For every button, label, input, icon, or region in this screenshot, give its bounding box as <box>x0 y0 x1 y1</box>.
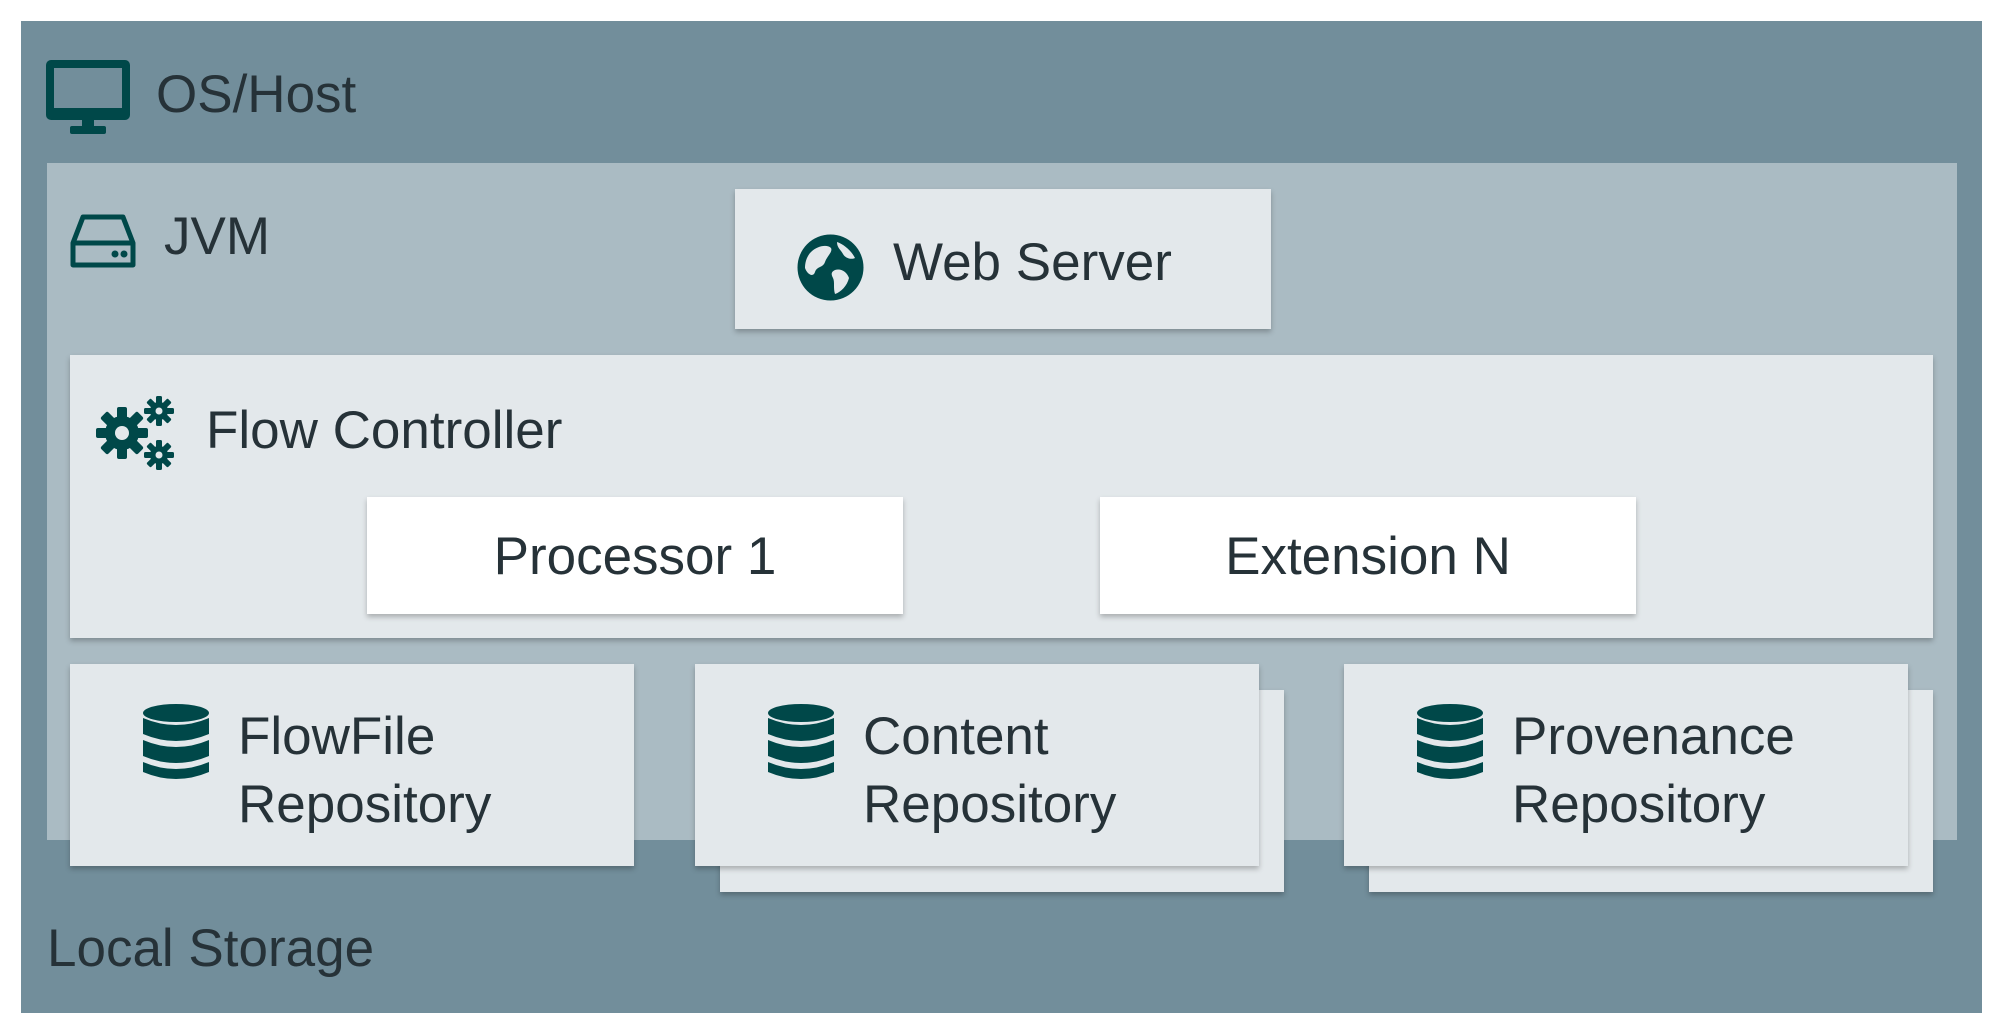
flowfile-repository-box <box>70 664 634 866</box>
content-repository-box <box>695 664 1259 866</box>
web-server-label: Web Server <box>893 233 1172 292</box>
database-icon <box>768 704 834 779</box>
gears-icon <box>96 396 174 470</box>
extension-label: Extension N <box>1225 527 1511 586</box>
globe-icon <box>797 234 864 301</box>
processor-label: Processor 1 <box>493 527 777 586</box>
provenance-repository-label-line1: Provenance <box>1512 707 1795 766</box>
hard-drive-icon <box>70 214 136 268</box>
flow-controller-box <box>70 355 1933 638</box>
monitor-icon <box>46 60 130 134</box>
extension-box: Extension N <box>1100 497 1636 614</box>
flowfile-repository-label-line2: Repository <box>238 775 492 834</box>
jvm-label: JVM <box>164 207 270 266</box>
database-icon <box>1417 704 1483 779</box>
flow-controller-label: Flow Controller <box>206 401 563 460</box>
content-repository-label-line2: Repository <box>863 775 1117 834</box>
flowfile-repository-label-line1: FlowFile <box>238 707 436 766</box>
content-repository-label-line1: Content <box>863 707 1049 766</box>
os-host-label: OS/Host <box>156 65 357 124</box>
local-storage-label: Local Storage <box>47 919 375 978</box>
provenance-repository-box <box>1344 664 1908 866</box>
provenance-repository-label-line2: Repository <box>1512 775 1766 834</box>
database-icon <box>143 704 209 779</box>
processor-box: Processor 1 <box>367 497 903 614</box>
